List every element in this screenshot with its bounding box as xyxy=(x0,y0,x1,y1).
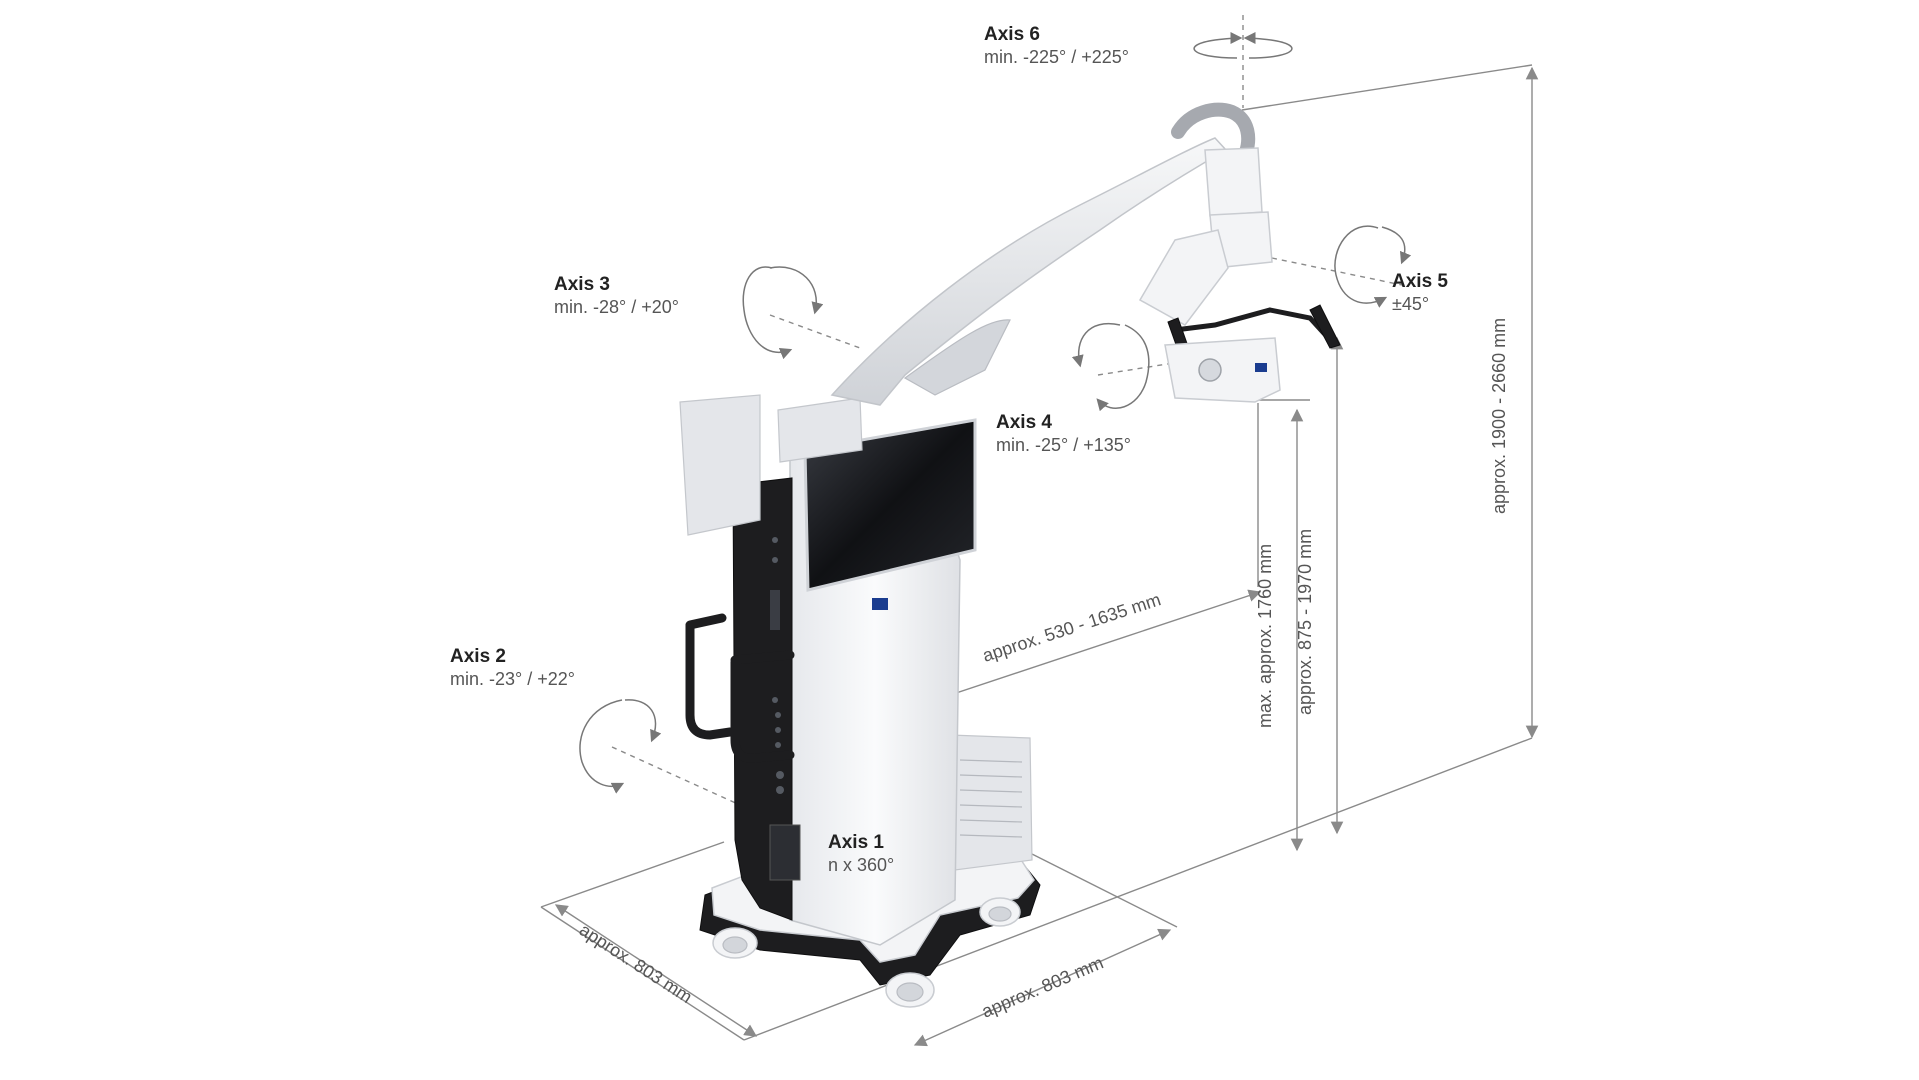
working-height-dimension-label: approx. 875 - 1970 mm xyxy=(1295,529,1315,715)
axis-labels: Axis 6 min. -225° / +225° Axis 3 min. -2… xyxy=(450,24,1448,875)
foot-control-holder xyxy=(769,824,801,881)
microscope-device-illustration xyxy=(679,102,1341,1008)
axis5-range: ±45° xyxy=(1392,294,1429,314)
axis1-range: n x 360° xyxy=(828,855,894,875)
handgrip-bar xyxy=(1174,307,1332,342)
arm-underside xyxy=(903,319,1011,396)
optics-carrier xyxy=(1138,229,1229,326)
caster-wheel xyxy=(885,972,935,1008)
axis3-dashed-line xyxy=(769,314,861,349)
rotation-indicators xyxy=(579,32,1412,818)
floor-guide-line xyxy=(540,841,725,908)
axis6-range: min. -225° / +225° xyxy=(984,47,1129,67)
arm-end-bend xyxy=(1171,102,1256,159)
head-brand-logo xyxy=(1255,363,1267,372)
base-left-dimension-label: approx. 803 mm xyxy=(576,920,696,1008)
touch-screen-monitor xyxy=(803,418,977,592)
control-slot xyxy=(770,590,780,630)
axis5-title: Axis 5 xyxy=(1392,271,1448,292)
caster-wheel xyxy=(712,927,758,959)
push-handle-front xyxy=(730,650,795,763)
caster-wheel xyxy=(979,897,1021,927)
carrier-arm xyxy=(830,137,1228,406)
rear-monitor xyxy=(679,394,761,536)
base-right-dimension-label: approx. 803 mm xyxy=(979,952,1107,1021)
total-height-dimension-label: approx. 1900 - 2660 mm xyxy=(1489,318,1509,514)
axis2-range: min. -23° / +22° xyxy=(450,669,575,689)
axis6-rotation-arrow-icon xyxy=(1193,32,1293,59)
axis1-title: Axis 1 xyxy=(828,832,884,853)
rear-cabinet xyxy=(949,734,1033,871)
push-handle-rear xyxy=(685,613,735,740)
axis5-dashed-line xyxy=(1271,257,1403,286)
handgrip-right xyxy=(1309,304,1341,349)
brand-logo xyxy=(872,598,888,610)
control-panel-strip xyxy=(732,477,793,921)
floor-guide-line xyxy=(743,737,1533,1041)
floor-guide-line xyxy=(1027,851,1178,928)
reach-arrow xyxy=(900,589,1262,714)
axis4-rotation-arrow-icon xyxy=(1071,322,1150,412)
axis2-title: Axis 2 xyxy=(450,646,506,667)
column-head xyxy=(777,397,863,463)
microscope-head xyxy=(1164,337,1281,403)
axis4-range: min. -25° / +135° xyxy=(996,435,1131,455)
axis2-dashed-line xyxy=(611,746,741,806)
axis2-rotation-arrow-icon xyxy=(579,699,662,794)
axis3-range: min. -28° / +20° xyxy=(554,297,679,317)
top-height-guide xyxy=(1241,64,1533,111)
max-height-dimension-label: max. approx. 1760 mm xyxy=(1255,544,1275,728)
base-left-dimension-arrow xyxy=(554,904,758,1037)
axis6-title: Axis 6 xyxy=(984,24,1040,45)
axis3-rotation-arrow-icon xyxy=(742,266,824,360)
axis4-dashed-line xyxy=(1097,361,1181,376)
axis5-rotation-arrow-icon xyxy=(1334,225,1412,308)
suspension-housing xyxy=(1204,147,1263,217)
axis4-title: Axis 4 xyxy=(996,412,1052,433)
axis3-title: Axis 3 xyxy=(554,274,610,295)
base-right-dimension-arrow xyxy=(913,928,1172,1047)
objective-lens xyxy=(1198,358,1222,382)
